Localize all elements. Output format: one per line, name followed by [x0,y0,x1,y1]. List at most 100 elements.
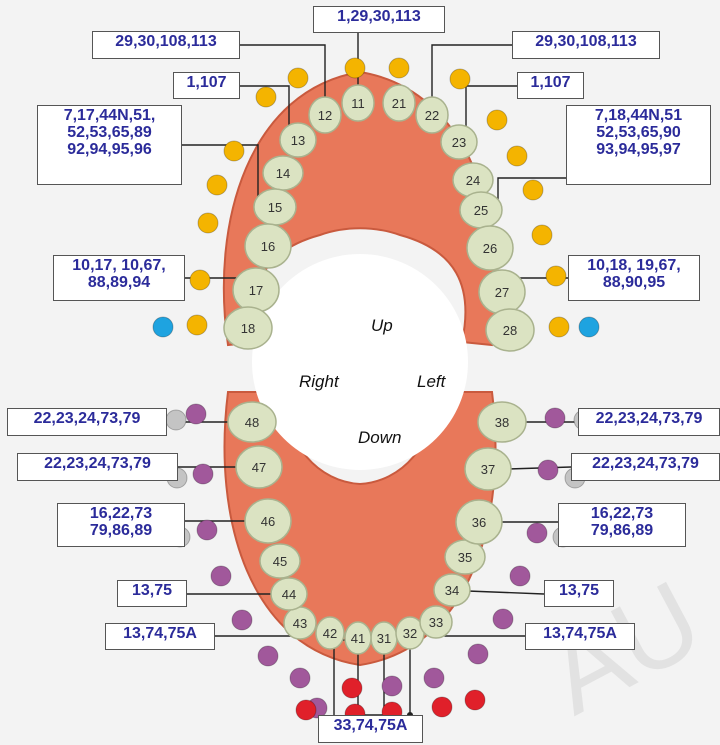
arch-label-right: Right [299,372,339,392]
purple-dot [545,408,565,428]
tooth-number: 21 [392,96,406,111]
tooth-45[interactable]: 45 [260,544,300,578]
callout-label-tooth-31: 33,74,75A [318,715,423,743]
tooth-16[interactable]: 16 [245,224,291,268]
gray-dot [166,410,186,430]
purple-dot [193,464,213,484]
red-dot [296,700,316,720]
callout-label-tooth-43: 13,74,75A [105,623,215,650]
tooth-number: 44 [282,587,296,602]
tooth-42[interactable]: 42 [316,617,344,649]
tooth-48[interactable]: 48 [228,402,276,442]
tooth-number: 18 [241,321,255,336]
tooth-14[interactable]: 14 [263,156,303,190]
tooth-36[interactable]: 36 [456,500,502,544]
tooth-27[interactable]: 27 [479,270,525,314]
tooth-18[interactable]: 18 [224,307,272,349]
tooth-number: 36 [472,515,486,530]
tooth-number: 12 [318,108,332,123]
tooth-number: 47 [252,460,266,475]
purple-dot [527,523,547,543]
tooth-47[interactable]: 47 [236,446,282,488]
tooth-number: 35 [458,550,472,565]
callout-label-tooth-12: 29,30,108,113 [92,31,240,59]
tooth-26[interactable]: 26 [467,226,513,270]
yellow-dot [523,180,543,200]
tooth-34[interactable]: 34 [434,574,470,606]
tooth-number: 32 [403,626,417,641]
tooth-28[interactable]: 28 [486,309,534,351]
tooth-number: 14 [276,166,290,181]
tooth-number: 38 [495,415,509,430]
tooth-number: 17 [249,283,263,298]
callout-label-tooth-17: 10,17, 10,67, 88,89,94 [53,255,185,301]
tooth-13[interactable]: 13 [280,123,316,157]
callout-label-tooth-25: 7,18,44N,51 52,53,65,90 93,94,95,97 [566,105,711,185]
callout-label-tooth-23: 1,107 [517,72,584,99]
yellow-dot [549,317,569,337]
tooth-number: 26 [483,241,497,256]
tooth-23[interactable]: 23 [441,125,477,159]
tooth-number: 41 [351,631,365,646]
tooth-22[interactable]: 22 [416,97,448,133]
tooth-number: 31 [377,631,391,646]
arch-label-down: Down [358,428,401,448]
tooth-25[interactable]: 25 [460,192,502,228]
red-dot [342,678,362,698]
yellow-dot [546,266,566,286]
callout-label-tooth-34: 13,75 [544,580,614,607]
yellow-dot [207,175,227,195]
callout-label-tooth-44: 13,75 [117,580,187,607]
tooth-number: 15 [268,200,282,215]
yellow-dot [507,146,527,166]
callout-label-tooth-33: 13,74,75A [525,623,635,650]
tooth-41[interactable]: 41 [345,622,371,654]
yellow-dot [345,58,365,78]
tooth-12[interactable]: 12 [309,97,341,133]
callout-label-tooth-38: 22,23,24,73,79 [578,408,720,436]
tooth-24[interactable]: 24 [453,163,493,197]
yellow-dot [224,141,244,161]
tooth-46[interactable]: 46 [245,499,291,543]
tooth-33[interactable]: 33 [420,606,452,638]
tooth-number: 27 [495,285,509,300]
tooth-number: 11 [351,96,365,111]
blue-dot [579,317,599,337]
tooth-21[interactable]: 21 [383,85,415,121]
tooth-31[interactable]: 31 [371,622,397,654]
yellow-dot [198,213,218,233]
tooth-44[interactable]: 44 [271,578,307,610]
tooth-number: 13 [291,133,305,148]
purple-dot [382,676,402,696]
purple-dot [510,566,530,586]
tooth-37[interactable]: 37 [465,448,511,490]
tooth-15[interactable]: 15 [254,189,296,225]
tooth-35[interactable]: 35 [445,540,485,574]
purple-dot [538,460,558,480]
purple-dot [468,644,488,664]
purple-dot [186,404,206,424]
callout-label-tooth-48: 22,23,24,73,79 [7,408,167,436]
tooth-number: 45 [273,554,287,569]
leader-line-33 [445,622,525,636]
callout-label-tooth-27: 10,18, 19,67, 88,90,95 [568,255,700,301]
leader-line-43 [215,623,292,636]
yellow-dot [532,225,552,245]
red-dot [465,690,485,710]
callout-label-tooth-37: 22,23,24,73,79 [571,453,720,481]
tooth-number: 37 [481,462,495,477]
yellow-dot [187,315,207,335]
callout-label-tooth-11: 1,29,30,113 [313,6,445,33]
tooth-38[interactable]: 38 [478,402,526,442]
tooth-43[interactable]: 43 [284,607,316,639]
callout-label-tooth-22: 29,30,108,113 [512,31,660,59]
purple-dot [232,610,252,630]
purple-dot [290,668,310,688]
tooth-number: 48 [245,415,259,430]
yellow-dot [256,87,276,107]
tooth-number: 22 [425,108,439,123]
purple-dot [211,566,231,586]
yellow-dot [389,58,409,78]
tooth-11[interactable]: 11 [342,85,374,121]
tooth-17[interactable]: 17 [233,268,279,312]
